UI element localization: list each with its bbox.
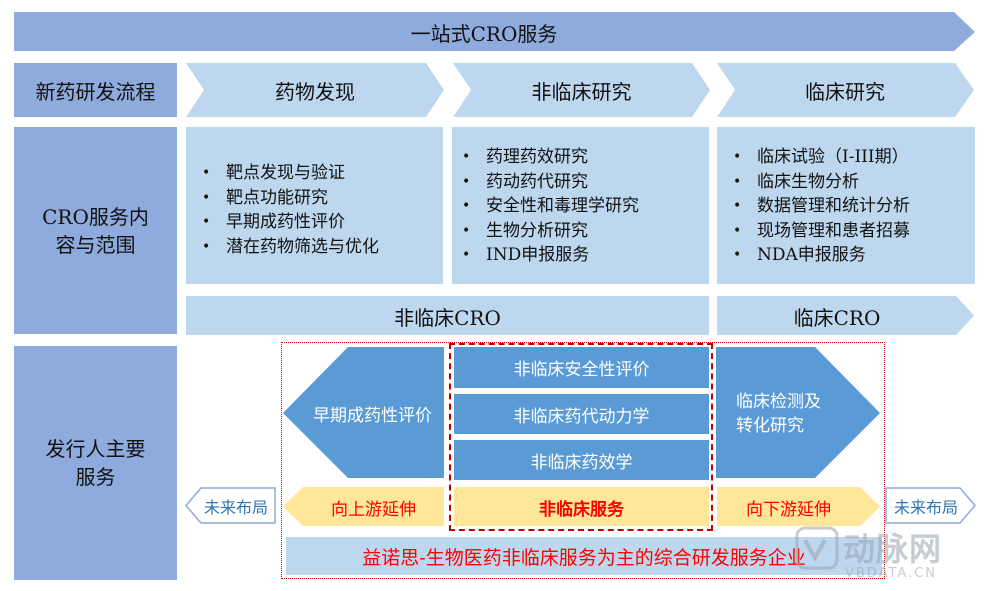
list-item: NDA申报服务 <box>731 243 910 268</box>
core-label: 非临床服务 <box>539 499 624 520</box>
upstream-bar <box>283 487 444 526</box>
center-item-pd: 非临床药效学 <box>454 440 709 480</box>
clinical-cro-bar <box>717 296 974 335</box>
list-item: 现场管理和患者招募 <box>731 219 910 244</box>
future-right-arrow <box>885 487 976 524</box>
upstream-label: 向上游延伸 <box>331 499 416 520</box>
list-item: 生物分析研究 <box>460 219 639 244</box>
list-item: 临床生物分析 <box>731 170 910 195</box>
clinical-items: 临床试验（I-III期） 临床生物分析 数据管理和统计分析 现场管理和患者招募 … <box>731 145 910 268</box>
stage-chevron-discovery <box>186 63 444 117</box>
nonclinical-cro-bar <box>186 296 709 335</box>
stage-chevrons <box>186 63 974 117</box>
center-item-safety: 非临床安全性评价 <box>454 347 709 388</box>
stage-title-clinical: 临床研究 <box>805 79 885 104</box>
core-dashed-border <box>449 343 713 531</box>
clinical-cro-label: 临床CRO <box>793 305 881 330</box>
top-banner-arrow <box>14 12 975 51</box>
discovery-items: 靶点发现与验证 靶点功能研究 早期成药性评价 潜在药物筛选与优化 <box>200 161 379 259</box>
process-row-label: 新药研发流程 <box>14 63 177 117</box>
nonclinical-items: 药理药效研究 药动药代研究 安全性和毒理学研究 生物分析研究 IND申报服务 <box>460 145 639 268</box>
discovery-content-box: 靶点发现与验证 靶点功能研究 早期成药性评价 潜在药物筛选与优化 <box>186 127 443 284</box>
right-pentagon-shape <box>716 347 880 478</box>
left-pentagon-shape <box>283 347 444 478</box>
cro-bars <box>186 296 974 335</box>
list-item: 潜在药物筛选与优化 <box>200 235 379 260</box>
stage-chevron-nonclinical <box>453 63 710 117</box>
future-right-label: 未来布局 <box>893 498 958 517</box>
center-item-pk: 非临床药代动力学 <box>454 394 709 434</box>
list-item: 临床试验（I-III期） <box>731 145 910 170</box>
list-item: 药理药效研究 <box>460 145 639 170</box>
list-item: 安全性和毒理学研究 <box>460 194 639 219</box>
future-left-label: 未来布局 <box>203 498 268 517</box>
list-item: 靶点功能研究 <box>200 186 379 211</box>
list-item: 数据管理和统计分析 <box>731 194 910 219</box>
extension-bars <box>283 487 880 526</box>
future-left-arrow <box>185 487 276 524</box>
core-bar <box>454 487 709 526</box>
stage-chevron-clinical <box>717 63 974 117</box>
content-row-label: CRO服务内 容与范围 <box>14 127 177 334</box>
list-item: IND申报服务 <box>460 243 639 268</box>
list-item: 早期成药性评价 <box>200 210 379 235</box>
left-pentagon-label: 早期成药性评价 <box>313 405 432 426</box>
clinical-content-box: 临床试验（I-III期） 临床生物分析 数据管理和统计分析 现场管理和患者招募 … <box>717 127 975 284</box>
list-item: 靶点发现与验证 <box>200 161 379 186</box>
issuer-outer-border <box>281 342 885 579</box>
issuer-row-label: 发行人主要 服务 <box>14 346 177 580</box>
stage-title-nonclinical: 非临床研究 <box>531 79 632 104</box>
right-pentagon-label: 临床检测及 转化研究 <box>736 392 821 436</box>
downstream-bar <box>717 487 880 526</box>
nonclinical-content-box: 药理药效研究 药动药代研究 安全性和毒理学研究 生物分析研究 IND申报服务 <box>452 127 709 284</box>
stage-title-discovery: 药物发现 <box>275 79 355 104</box>
nonclinical-cro-label: 非临床CRO <box>394 305 501 330</box>
list-item: 药动药代研究 <box>460 170 639 195</box>
banner-title: 一站式CRO服务 <box>410 21 558 46</box>
company-banner: 益诺思-生物医药非临床服务为主的综合研发服务企业 <box>286 537 882 575</box>
downstream-label: 向下游延伸 <box>746 499 831 520</box>
